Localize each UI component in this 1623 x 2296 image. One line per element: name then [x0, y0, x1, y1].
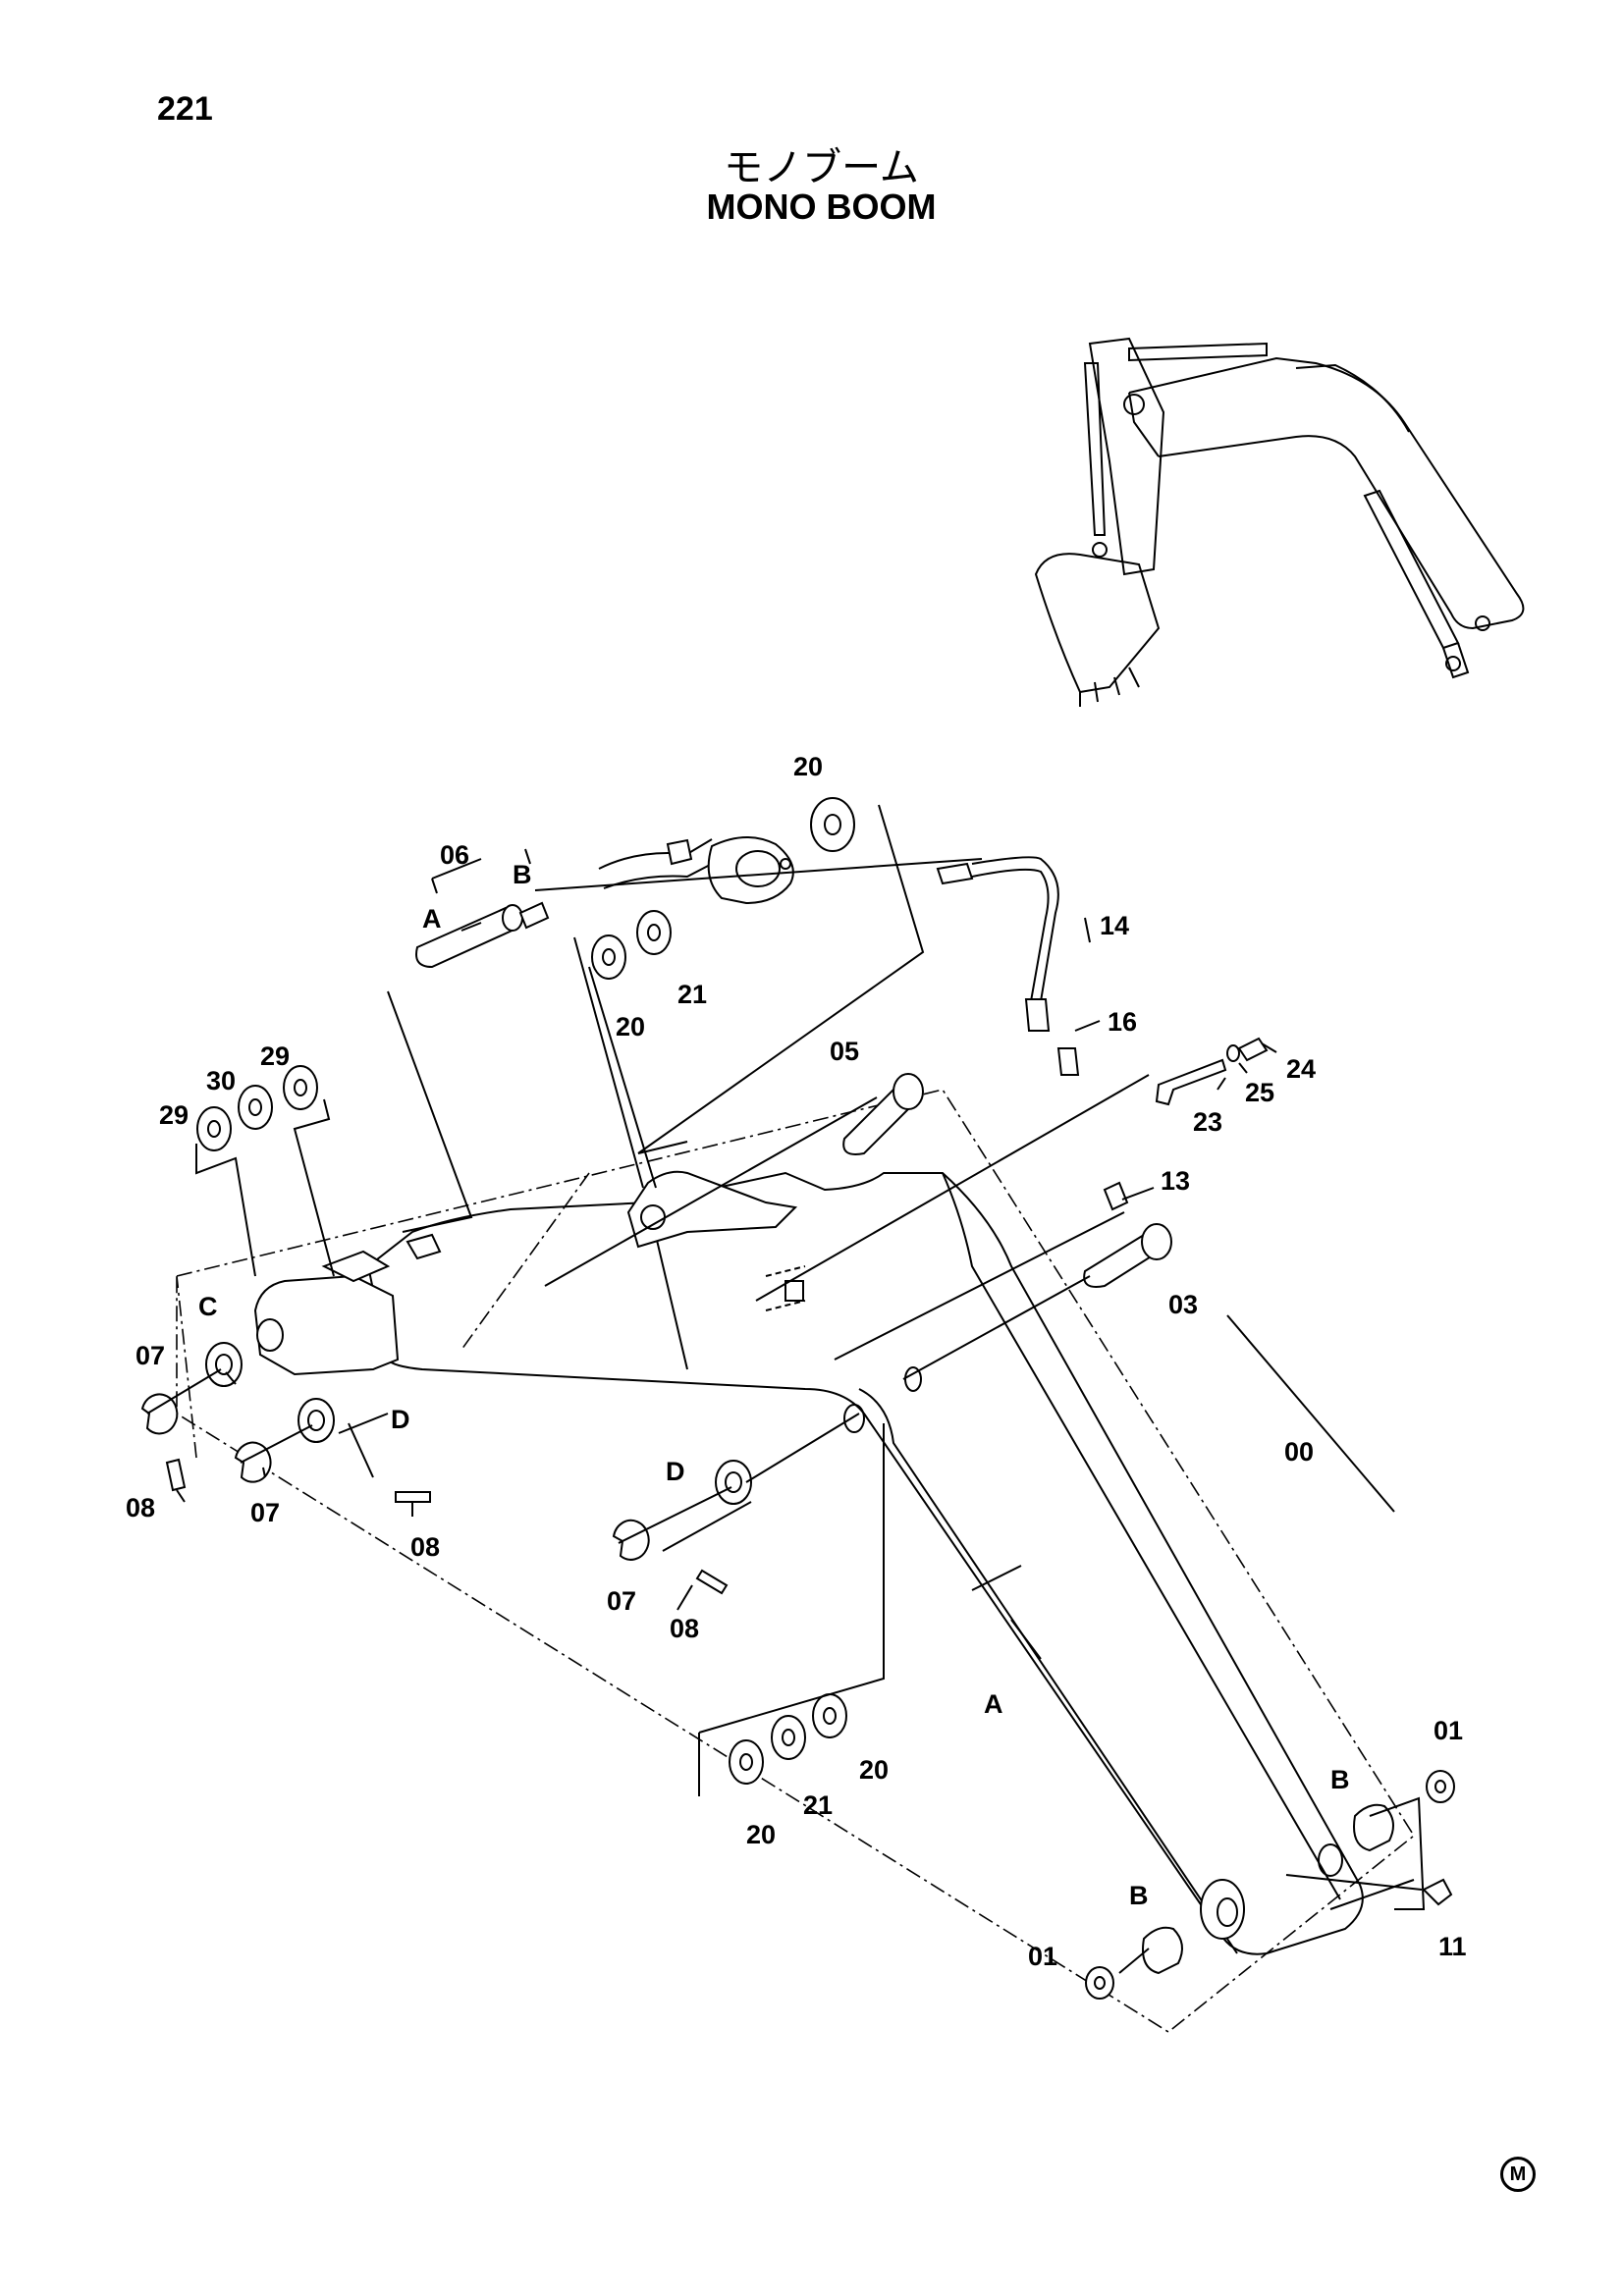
callout-D-mid: D	[666, 1457, 685, 1486]
page-title-japanese: モノブーム	[724, 145, 919, 190]
callout-07-mid: 07	[250, 1498, 280, 1527]
callout-13: 13	[1161, 1166, 1190, 1196]
callout-B-low: B	[1129, 1881, 1149, 1910]
washer-21-low	[771, 1715, 806, 1760]
shim-30	[238, 1085, 273, 1130]
pin-03	[1083, 1223, 1172, 1288]
callout-21-top: 21	[677, 980, 707, 1009]
callout-21-low: 21	[803, 1790, 833, 1820]
callout-D-left: D	[391, 1405, 410, 1434]
washer-20-low-right	[812, 1693, 847, 1738]
corner-mark: M	[1500, 2157, 1536, 2192]
callout-C: C	[198, 1292, 218, 1321]
callout-00: 00	[1284, 1437, 1314, 1467]
callout-01-low: 01	[1028, 1942, 1057, 1971]
bushing-D-mid	[715, 1460, 752, 1505]
snap-ring-07-low	[612, 1519, 650, 1561]
washer-01-right	[1426, 1770, 1455, 1803]
pin-06	[415, 901, 550, 969]
pin-08-mid	[395, 1491, 431, 1503]
callout-labels: 20 06 B A 14 20 21 16 05 24 25 23 29 30 …	[126, 752, 1467, 1971]
callout-29-left: 29	[159, 1100, 189, 1130]
callout-A-low: A	[984, 1689, 1003, 1719]
callout-08-mid: 08	[410, 1532, 440, 1562]
callout-08-low: 08	[670, 1614, 699, 1643]
washer-25	[1226, 1044, 1240, 1062]
bushing-B-low	[1142, 1926, 1183, 1975]
washer-01-low	[1085, 1966, 1114, 2000]
callout-14: 14	[1100, 911, 1129, 940]
grease-fitting-13	[1103, 1181, 1129, 1211]
callout-01-right: 01	[1434, 1716, 1463, 1745]
page-title: MONO BOOM	[706, 187, 937, 227]
callout-07-left: 07	[135, 1341, 165, 1370]
snap-ring-07-left	[140, 1393, 179, 1435]
bolt-24	[1237, 1037, 1269, 1062]
page-number: 221	[157, 90, 213, 128]
washer-21-top	[636, 910, 672, 955]
clamp-23	[1155, 1058, 1227, 1106]
boom-cylinder-rod	[598, 835, 794, 905]
callout-B-top: B	[513, 860, 532, 889]
callout-06: 06	[440, 840, 469, 870]
callout-24: 24	[1286, 1054, 1316, 1084]
washer-20-low-left	[729, 1739, 764, 1785]
grease-hose-14	[936, 856, 1059, 1032]
callout-20-low-right: 20	[859, 1755, 889, 1785]
pin-05	[842, 1073, 924, 1155]
callout-20-mid: 20	[616, 1012, 645, 1041]
boom-envelope	[176, 1089, 1416, 2033]
callout-20-low-left: 20	[746, 1820, 776, 1849]
excavator-overview-sketch	[1034, 337, 1525, 707]
pin-08-low	[695, 1569, 729, 1595]
callout-23: 23	[1193, 1107, 1222, 1137]
leader-lines	[146, 804, 1426, 1974]
callout-07-low: 07	[607, 1586, 636, 1616]
bushing-B-right	[1353, 1803, 1394, 1852]
grease-fitting-11	[1422, 1878, 1453, 1906]
washer-20-mid	[591, 934, 626, 980]
callout-11: 11	[1438, 1932, 1467, 1961]
callout-A-top: A	[422, 904, 442, 934]
callout-16: 16	[1108, 1007, 1137, 1037]
pin-08-left	[165, 1458, 187, 1492]
callout-25: 25	[1245, 1078, 1274, 1107]
bushing-C	[205, 1342, 243, 1387]
shim-29-right	[283, 1065, 318, 1110]
callout-08-left: 08	[126, 1493, 155, 1522]
shim-29-left	[196, 1106, 232, 1151]
callout-03: 03	[1168, 1290, 1198, 1319]
callout-30: 30	[206, 1066, 236, 1095]
callout-B-right: B	[1330, 1765, 1350, 1794]
boom-body	[253, 1170, 1364, 1955]
callout-05: 05	[830, 1037, 859, 1066]
callout-29-right: 29	[260, 1041, 290, 1071]
fitting-16	[1056, 1047, 1080, 1076]
callout-20-top: 20	[793, 752, 823, 781]
washer-20-top	[810, 797, 855, 852]
bushing-D-left	[298, 1398, 335, 1443]
